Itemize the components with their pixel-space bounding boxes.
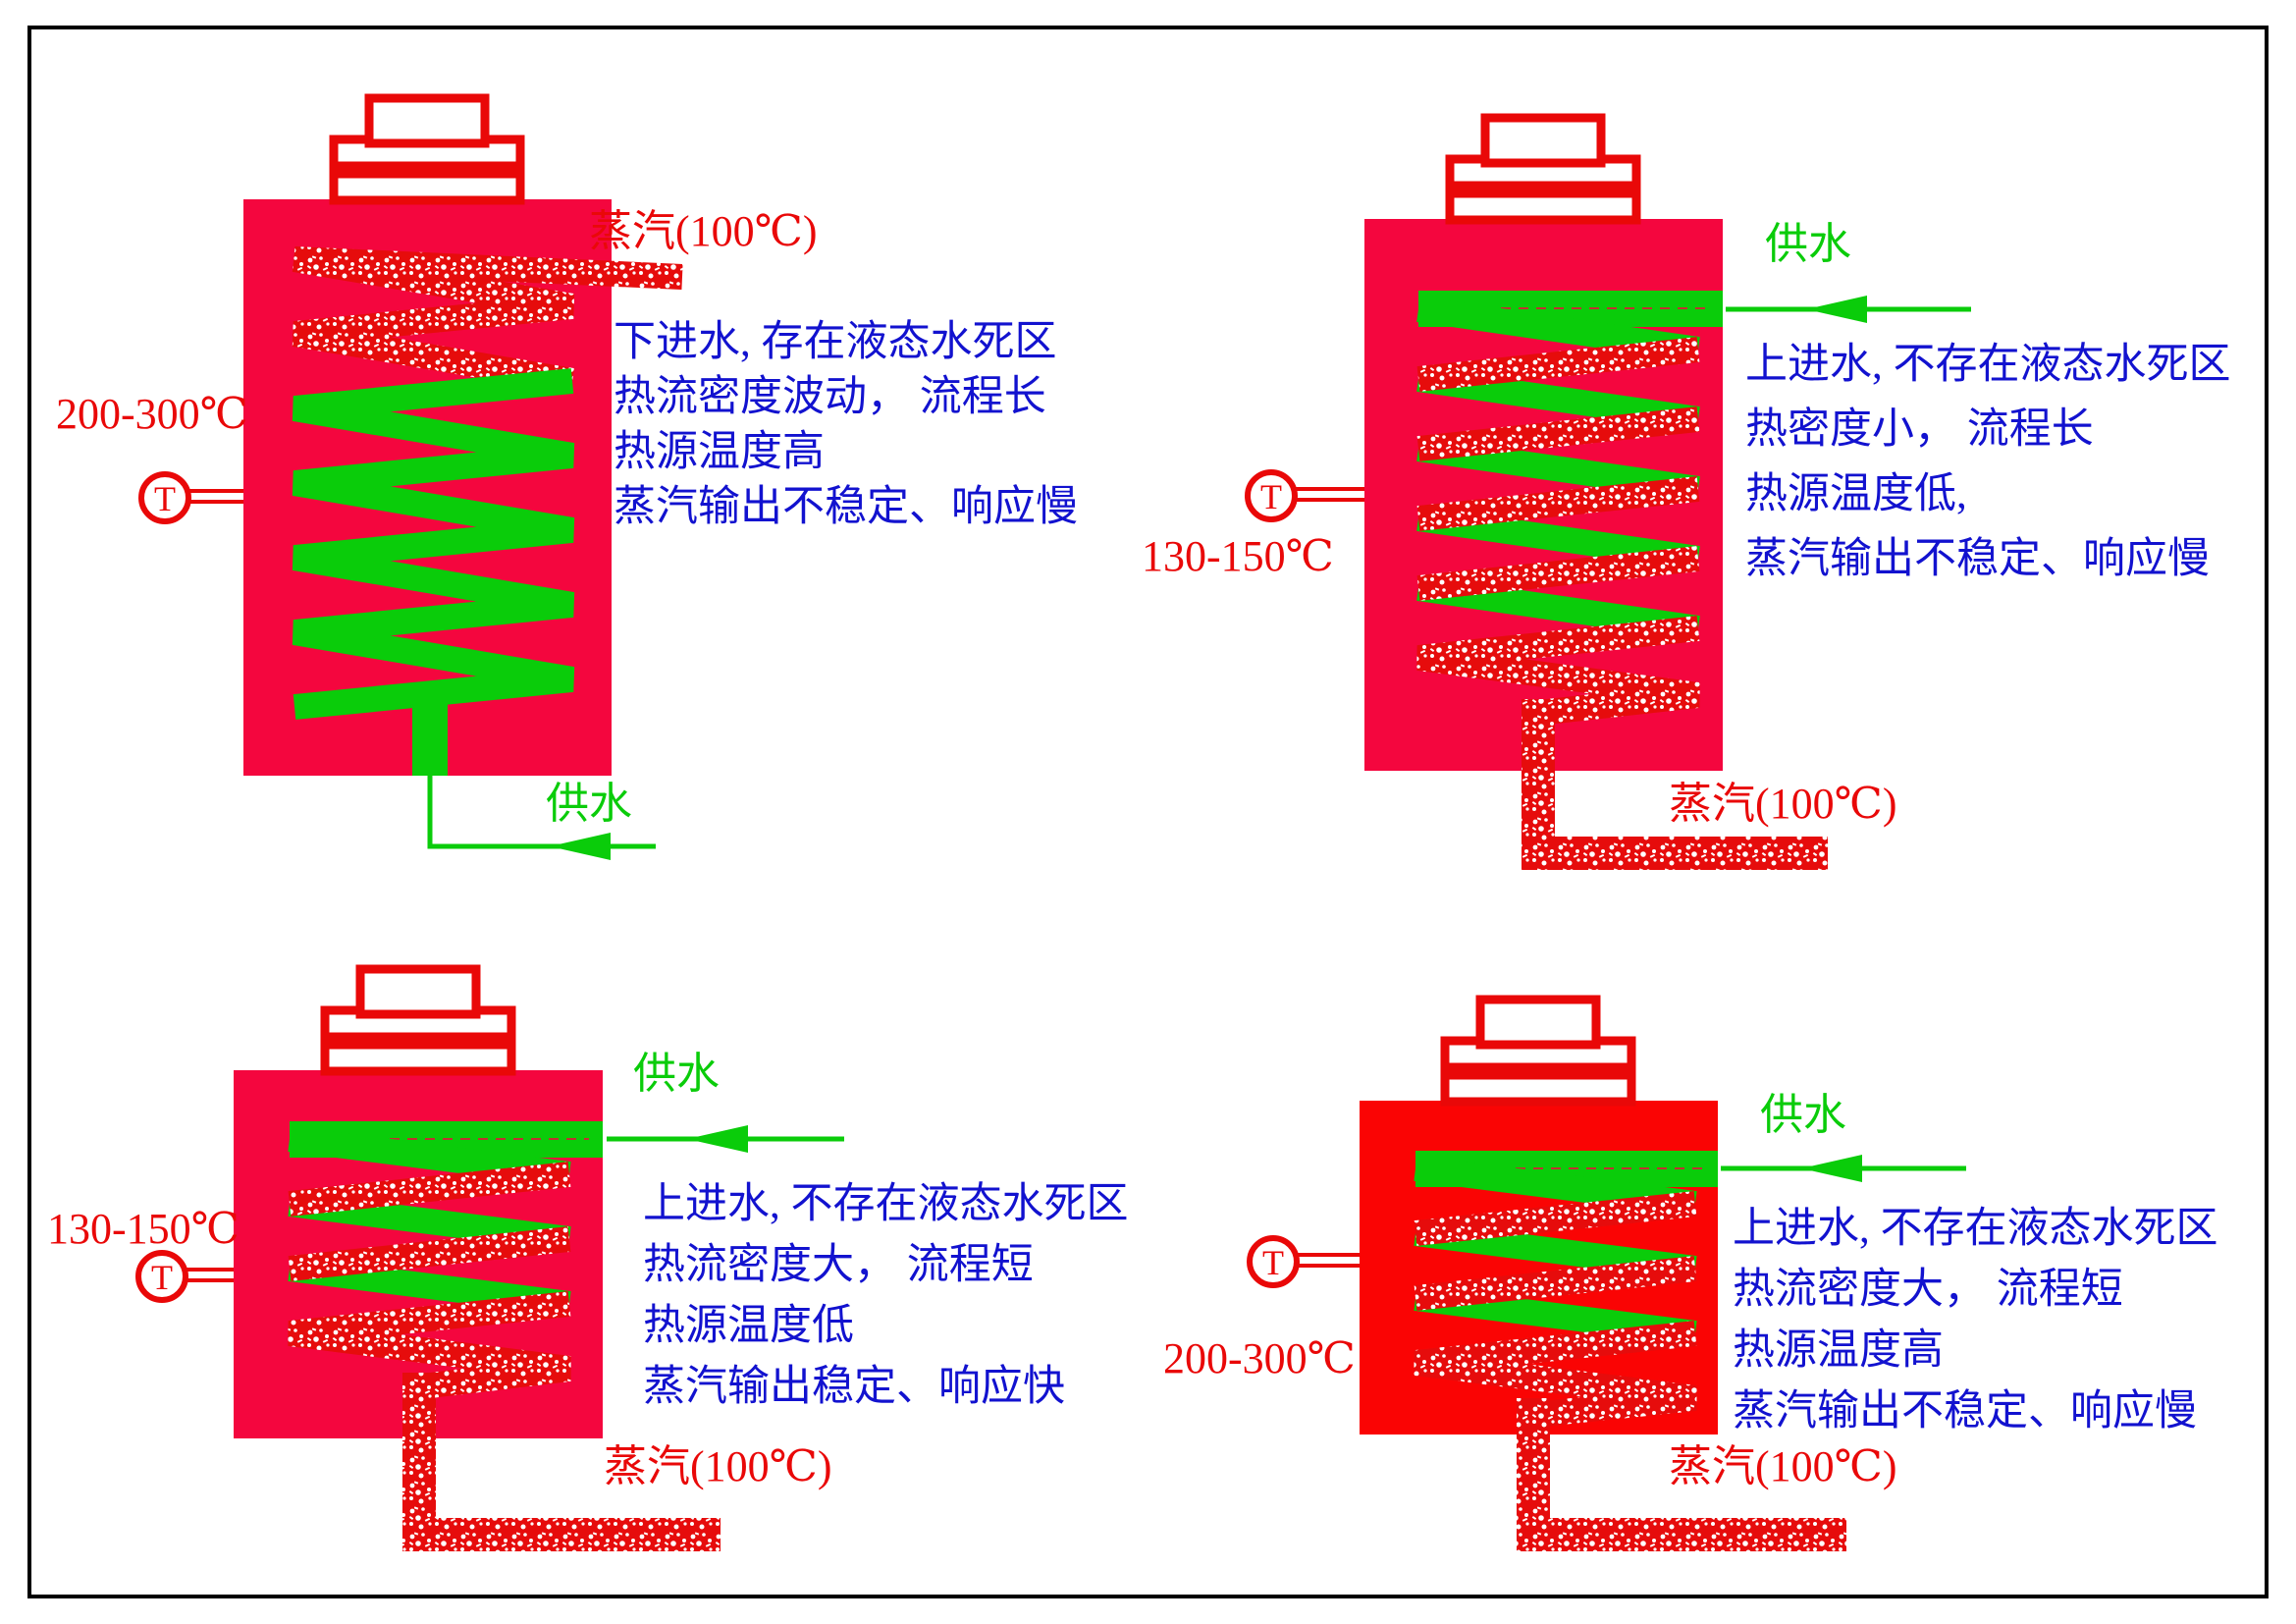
water-supply-label: 供水 <box>1760 1091 1846 1139</box>
temperature-gauge: T <box>1247 1235 1360 1288</box>
water-supply-label: 供水 <box>633 1050 720 1098</box>
note-line: 热流密度波动， 流程长 <box>614 373 1046 420</box>
steam-outlet-pipe <box>1522 837 1828 870</box>
notes-block: 上进水, 不存在液态水死区 热密度小， 流程长 热源温度低, 蒸汽输出不稳定、响… <box>1745 342 2231 582</box>
steam-outlet-pipe <box>402 1518 721 1551</box>
heater-temp-label: 130-150℃ <box>1142 532 1334 580</box>
note-line: 上进水, 不存在液态水死区 <box>643 1181 1129 1227</box>
water-coil <box>1416 297 1700 641</box>
note-line: 热源温度高 <box>1733 1327 1944 1374</box>
steam-outlet-label: 蒸汽(100℃) <box>1669 1442 1897 1490</box>
steam-coil <box>1416 337 1700 726</box>
notes-block: 下进水, 存在液态水死区 热流密度波动， 流程长 热源温度高 蒸汽输出不稳定、响… <box>614 319 1078 530</box>
water-inlet-pipe <box>412 687 448 776</box>
note-line: 蒸汽输出不稳定、响应慢 <box>1745 535 2210 582</box>
heat-exchanger-top-right: T 供水 130-150℃ 蒸汽(100℃) 上进水, 不存在液态水死区 热密度… <box>1142 113 2231 870</box>
steam-coil <box>292 246 683 394</box>
heat-exchanger-bottom-left: T 供水 130-150℃ 蒸汽(100℃) 上进水, 不存在液态水死区 热流密… <box>47 964 1129 1551</box>
note-line: 蒸汽输出不稳定、响应慢 <box>614 483 1078 530</box>
water-coil <box>292 368 575 720</box>
note-line: 热源温度高 <box>614 429 825 475</box>
water-flow-arrow-icon <box>1801 1155 1862 1182</box>
steam-coil <box>1414 1191 1697 1427</box>
steam-outlet-pipe <box>1517 1518 1846 1551</box>
note-line: 上进水, 不存在液态水死区 <box>1745 342 2231 388</box>
steam-outlet-label: 蒸汽(100℃) <box>589 207 818 255</box>
temperature-gauge: T <box>1245 469 1364 522</box>
top-flange <box>320 964 516 1076</box>
water-supply-label: 供水 <box>1765 220 1851 268</box>
notes-block: 上进水, 不存在液态水死区 热流密度大， 流程短 热源温度低 蒸汽输出稳定、响应… <box>643 1181 1129 1410</box>
note-line: 蒸汽输出不稳定、响应慢 <box>1733 1387 2197 1435</box>
heat-exchanger-top-left: T 蒸汽(100℃) 200-300℃ 供水 下进水, 存在液态水死区 热流密度… <box>56 93 1078 860</box>
note-line: 下进水, 存在液态水死区 <box>614 319 1057 365</box>
top-flange <box>1440 995 1636 1107</box>
water-flow-arrow-icon <box>550 833 611 860</box>
gauge-circle-icon <box>138 471 191 524</box>
water-supply-label: 供水 <box>546 780 632 828</box>
temperature-gauge: T <box>138 471 243 524</box>
top-flange <box>1445 113 1641 225</box>
water-flow-arrow-icon <box>687 1125 748 1153</box>
steam-outlet-label: 蒸汽(100℃) <box>1669 780 1897 828</box>
water-flow-arrow-icon <box>1806 296 1867 323</box>
heat-exchanger-bottom-right: T 供水 200-300℃ 蒸汽(100℃) 上进水, 不存在液态水死区 热流密… <box>1163 995 2218 1551</box>
note-line: 热密度小， 流程长 <box>1745 406 2094 453</box>
note-line: 热源温度低 <box>643 1303 854 1349</box>
note-line: 热流密度大， 流程短 <box>1733 1266 2123 1313</box>
gauge-letter: T <box>151 1258 173 1297</box>
steam-coil <box>288 1162 571 1399</box>
temperature-gauge: T <box>135 1250 234 1303</box>
top-flange <box>329 93 525 205</box>
gauge-circle-icon <box>1247 1235 1300 1288</box>
heater-temp-label: 200-300℃ <box>1163 1334 1356 1382</box>
note-line: 热流密度大， 流程短 <box>643 1241 1034 1288</box>
heater-temp-label: 130-150℃ <box>47 1205 240 1253</box>
gauge-circle-icon <box>1245 469 1298 522</box>
gauge-letter: T <box>1260 477 1282 516</box>
note-line: 热源温度低, <box>1745 471 1967 517</box>
note-line: 蒸汽输出稳定、响应快 <box>643 1363 1065 1410</box>
gauge-letter: T <box>154 479 176 518</box>
page-border <box>27 26 2269 1598</box>
steam-outlet-label: 蒸汽(100℃) <box>604 1442 832 1490</box>
gauge-letter: T <box>1262 1243 1284 1282</box>
heater-temp-label: 200-300℃ <box>56 390 248 438</box>
gauge-circle-icon <box>135 1250 188 1303</box>
note-line: 上进水, 不存在液态水死区 <box>1733 1206 2218 1252</box>
notes-block: 上进水, 不存在液态水死区 热流密度大， 流程短 热源温度高 蒸汽输出不稳定、响… <box>1733 1206 2218 1435</box>
